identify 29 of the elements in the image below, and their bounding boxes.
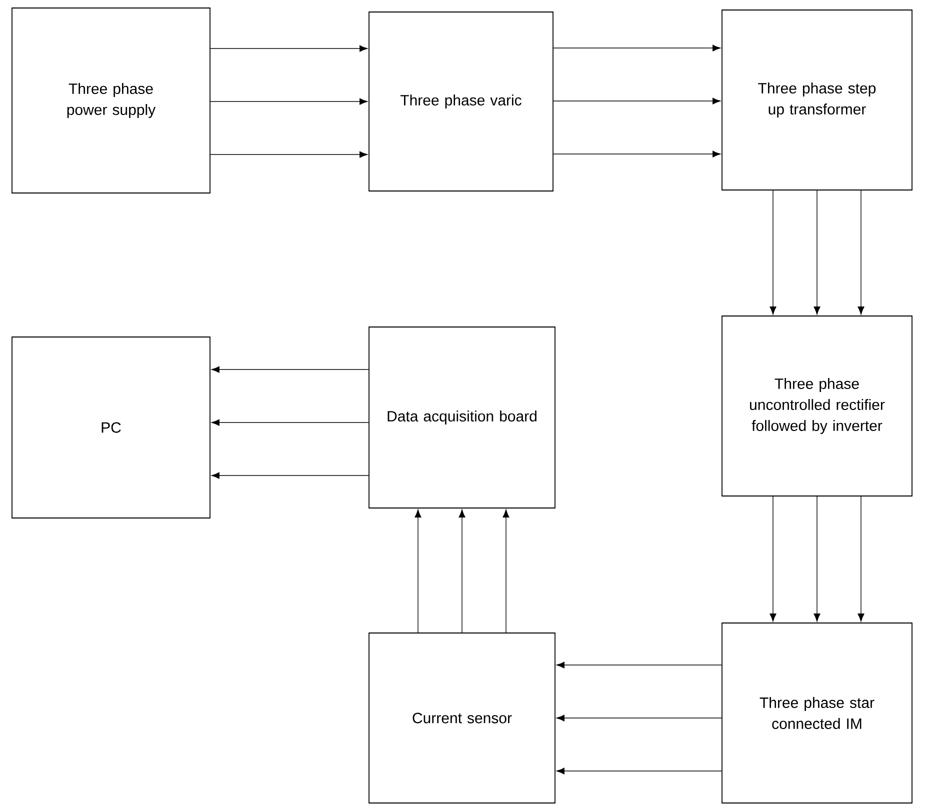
arrow xyxy=(556,662,722,668)
arrow xyxy=(212,472,369,479)
process-box: Three phase step up transformer xyxy=(722,10,912,190)
process-box: Current sensor xyxy=(368,632,556,804)
arrow xyxy=(770,190,776,315)
process-box: Three phase power supply xyxy=(12,8,210,194)
arrow xyxy=(414,510,422,633)
process-box: Three phase varic xyxy=(368,12,554,192)
arrow xyxy=(556,714,722,722)
arrow xyxy=(502,510,510,633)
process-box: PC xyxy=(12,336,210,518)
arrow xyxy=(553,150,720,158)
arrow xyxy=(858,190,864,315)
arrow xyxy=(858,496,864,622)
arrow xyxy=(814,496,820,622)
arrow xyxy=(814,190,820,315)
arrow xyxy=(210,98,368,105)
arrow xyxy=(210,151,368,158)
process-box: Data acquisition board xyxy=(368,326,556,508)
arrow xyxy=(556,768,722,774)
arrow xyxy=(553,98,720,104)
process-box: Three phase uncontrolled rectifier followed by inverter xyxy=(722,316,912,496)
process-box: Three phase star connected IM xyxy=(722,622,912,804)
arrow xyxy=(210,45,368,52)
arrow xyxy=(212,419,369,426)
arrow xyxy=(553,44,720,52)
arrow xyxy=(458,510,466,633)
arrow xyxy=(770,496,776,622)
arrow xyxy=(212,366,369,373)
